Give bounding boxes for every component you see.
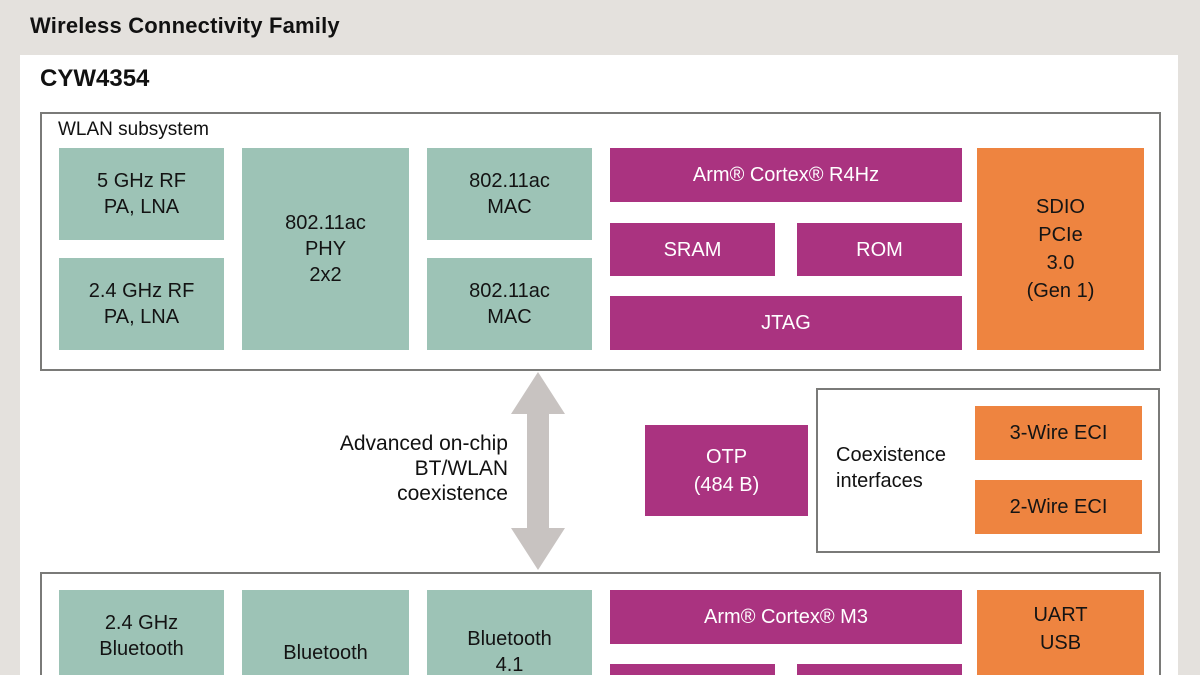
block-bluetooth-41: Bluetooth 4.1: [427, 590, 592, 675]
bluetooth-subsystem-box: 2.4 GHz Bluetooth Bluetooth Bluetooth 4.…: [40, 572, 1161, 675]
block-24ghz-rf: 2.4 GHz RF PA, LNA: [59, 258, 224, 350]
block-5ghz-rf: 5 GHz RF PA, LNA: [59, 148, 224, 240]
block-wlan-cpu: Arm® Cortex® R4Hz: [610, 148, 962, 202]
block-phy: 802.11ac PHY 2x2: [242, 148, 409, 350]
block-uart-usb: UART USB: [977, 590, 1144, 675]
block-bt-mem-b: [797, 664, 962, 675]
chip-name: CYW4354: [40, 65, 150, 92]
block-2wire-eci: 2-Wire ECI: [975, 480, 1142, 534]
block-sdio-pcie: SDIO PCIe 3.0 (Gen 1): [977, 148, 1144, 350]
block-bt-cpu: Arm® Cortex® M3: [610, 590, 962, 644]
block-bluetooth-modem: Bluetooth: [242, 590, 409, 675]
chip-panel: CYW4354 WLAN subsystem 5 GHz RF PA, LNA …: [20, 55, 1178, 675]
coexistence-interfaces-label: Coexistence interfaces: [836, 444, 947, 492]
block-3wire-eci: 3-Wire ECI: [975, 406, 1142, 460]
block-jtag: JTAG: [610, 296, 962, 350]
coexistence-note: Advanced on-chip BT/WLAN coexistence: [339, 432, 508, 505]
block-sram: SRAM: [610, 223, 775, 276]
block-bt-mem-a: [610, 664, 775, 675]
coexistence-interfaces-box: Coexistence interfaces 3-Wire ECI 2-Wire…: [816, 388, 1160, 553]
block-rom: ROM: [797, 223, 962, 276]
block-otp: OTP (484 B): [645, 425, 808, 516]
block-24ghz-bluetooth: 2.4 GHz Bluetooth: [59, 590, 224, 675]
wlan-subsystem-box: WLAN subsystem 5 GHz RF PA, LNA 2.4 GHz …: [40, 112, 1161, 371]
page-title: Wireless Connectivity Family: [30, 13, 340, 38]
bt-wlan-coexistence-arrow-icon: [511, 372, 565, 570]
wlan-subsystem-label: WLAN subsystem: [58, 119, 209, 140]
block-mac-b: 802.11ac MAC: [427, 258, 592, 350]
block-mac-a: 802.11ac MAC: [427, 148, 592, 240]
